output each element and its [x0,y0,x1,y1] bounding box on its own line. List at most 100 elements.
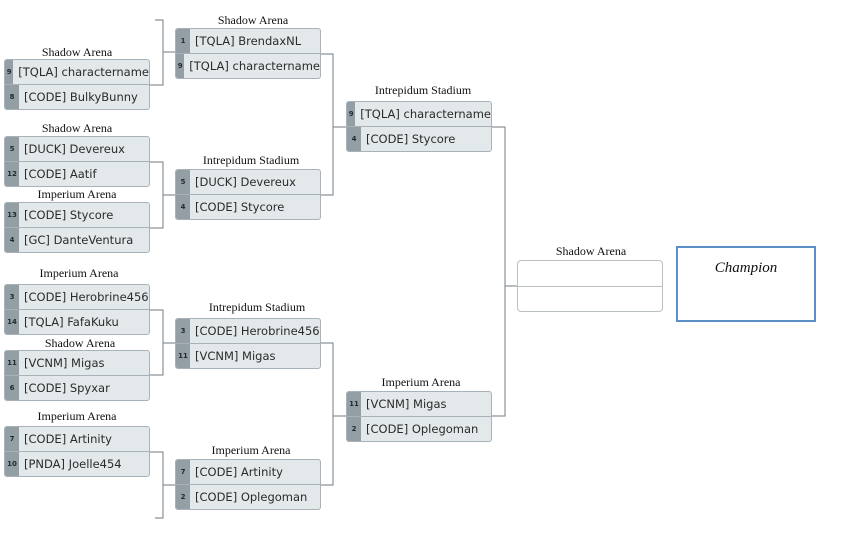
team-name: [PNDA] Joelle454 [24,457,122,471]
match-card[interactable]: 5 [DUCK] Devereux 12 [CODE] Aatif [4,136,150,187]
venue-label: Shadow Arena [41,45,113,59]
team-name: [VCNM] Migas [195,349,276,363]
match-card[interactable]: 5 [DUCK] Devereux 4 [CODE] Stycore [175,169,321,220]
team-slot[interactable]: 14 [TQLA] FafaKuku [5,310,149,334]
champion-label: Champion [714,260,778,276]
venue-label: Imperium Arena [37,409,117,423]
final-slot-bottom[interactable] [518,287,662,312]
seed-badge: 2 [347,417,361,441]
team-name: [TQLA] FafaKuku [24,315,119,329]
venue-label: Imperium Arena [37,187,117,201]
team-slot[interactable]: 2 [CODE] Oplegoman [347,417,491,441]
team-name: [CODE] Stycore [366,132,456,146]
match-card[interactable]: 7 [CODE] Artinity 2 [CODE] Oplegoman [175,459,321,510]
venue-label: Imperium Arena [211,443,291,457]
venue-label: Imperium Arena [381,375,461,389]
team-slot[interactable]: 13 [CODE] Stycore [5,203,149,228]
seed-badge: 5 [176,170,190,194]
team-name: [CODE] Stycore [195,200,285,214]
team-slot[interactable]: 6 [CODE] Spyxar [5,376,149,400]
team-name: [TQLA] charactername [189,59,320,73]
venue-label: Imperium Arena [39,266,119,280]
team-name: [CODE] Spyxar [24,381,110,395]
team-name: [DUCK] Devereux [195,175,296,189]
team-slot[interactable]: 5 [DUCK] Devereux [5,137,149,162]
team-slot[interactable]: 3 [CODE] Herobrine456 [176,319,320,344]
team-name: [GC] DanteVentura [24,233,134,247]
seed-badge: 2 [176,485,190,509]
team-slot[interactable]: 9 [TQLA] charactername [5,60,149,85]
seed-badge: 11 [176,344,190,368]
seed-badge: 13 [5,203,19,227]
venue-label: Shadow Arena [41,121,113,135]
team-name: [TQLA] BrendaxNL [195,34,302,48]
seed-badge: 7 [176,460,190,484]
team-name: [CODE] Oplegoman [366,422,479,436]
match-card[interactable]: 11 [VCNM] Migas 6 [CODE] Spyxar [4,350,150,401]
team-slot[interactable]: 11 [VCNM] Migas [347,392,491,417]
seed-badge: 3 [176,319,190,343]
seed-badge: 9 [5,60,14,84]
seed-badge: 8 [5,85,19,109]
team-name: [TQLA] charactername [360,107,491,121]
team-name: [CODE] Herobrine456 [195,324,320,338]
match-card[interactable]: 13 [CODE] Stycore 4 [GC] DanteVentura [4,202,150,253]
seed-badge: 11 [5,351,19,375]
team-name: [CODE] Aatif [24,167,97,181]
team-name: [TQLA] charactername [18,65,149,79]
match-card[interactable]: 1[TQLA] BrendaxNL 9 [TQLA] charactername [175,28,321,79]
team-slot[interactable]: 7 [CODE] Artinity [5,427,149,452]
team-slot[interactable]: 4 [GC] DanteVentura [5,228,149,252]
seed-badge: 5 [5,137,19,161]
team-slot[interactable]: 4 [CODE] Stycore [347,127,491,151]
seed-badge: 10 [5,452,19,476]
team-name: [VCNM] Migas [24,356,105,370]
team-slot[interactable]: 12 [CODE] Aatif [5,162,149,186]
venue-label: Intrepidum Stadium [202,153,300,167]
match-card[interactable]: 11 [VCNM] Migas 2 [CODE] Oplegoman [346,391,492,442]
match-card[interactable]: 9 [TQLA] charactername 4 [CODE] Stycore [346,101,492,152]
team-slot[interactable]: 11 [VCNM] Migas [176,344,320,368]
champion-box[interactable]: Champion [676,246,816,322]
venue-label: Shadow Arena [555,244,627,258]
seed-badge: 4 [5,228,19,252]
seed-badge: 6 [5,376,19,400]
venue-label: Shadow Arena [217,13,289,27]
team-slot[interactable]: 7 [CODE] Artinity [176,460,320,485]
team-slot[interactable]: 1[TQLA] BrendaxNL [176,29,320,54]
team-name: [CODE] BulkyBunny [24,90,138,104]
seed-badge: 14 [5,310,19,334]
team-name: [DUCK] Devereux [24,142,125,156]
match-card[interactable]: 3[CODE] Herobrine456 14 [TQLA] FafaKuku [4,284,150,335]
seed-badge: 12 [5,162,19,186]
team-slot[interactable]: 9 [TQLA] charactername [347,102,491,127]
final-match-card[interactable] [517,260,663,312]
team-slot[interactable]: 8 [CODE] BulkyBunny [5,85,149,109]
final-slot-top[interactable] [518,261,662,287]
match-card[interactable]: 3 [CODE] Herobrine456 11 [VCNM] Migas [175,318,321,369]
team-slot[interactable]: 5 [DUCK] Devereux [176,170,320,195]
team-slot[interactable]: 9 [TQLA] charactername [176,54,320,78]
team-slot[interactable]: 4 [CODE] Stycore [176,195,320,219]
team-slot[interactable]: 3[CODE] Herobrine456 [5,285,149,310]
seed-badge: 9 [176,54,185,78]
team-name: [CODE] Herobrine456 [24,290,149,304]
team-name: [CODE] Oplegoman [195,490,308,504]
match-card[interactable]: 7 [CODE] Artinity 10 [PNDA] Joelle454 [4,426,150,477]
seed-badge: 4 [176,195,190,219]
seed-badge: 9 [347,102,356,126]
team-name: [CODE] Artinity [24,432,112,446]
seed-badge: 4 [347,127,361,151]
venue-label: Shadow Arena [44,336,116,350]
team-name: [CODE] Artinity [195,465,283,479]
seed-badge: 11 [347,392,361,416]
team-slot[interactable]: 2 [CODE] Oplegoman [176,485,320,509]
seed-badge: 7 [5,427,19,451]
match-card[interactable]: 9 [TQLA] charactername 8 [CODE] BulkyBunny [4,59,150,110]
team-name: [VCNM] Migas [366,397,447,411]
venue-label: Intrepidum Stadium [208,300,306,314]
team-slot[interactable]: 11 [VCNM] Migas [5,351,149,376]
team-slot[interactable]: 10 [PNDA] Joelle454 [5,452,149,476]
team-name: [CODE] Stycore [24,208,114,222]
